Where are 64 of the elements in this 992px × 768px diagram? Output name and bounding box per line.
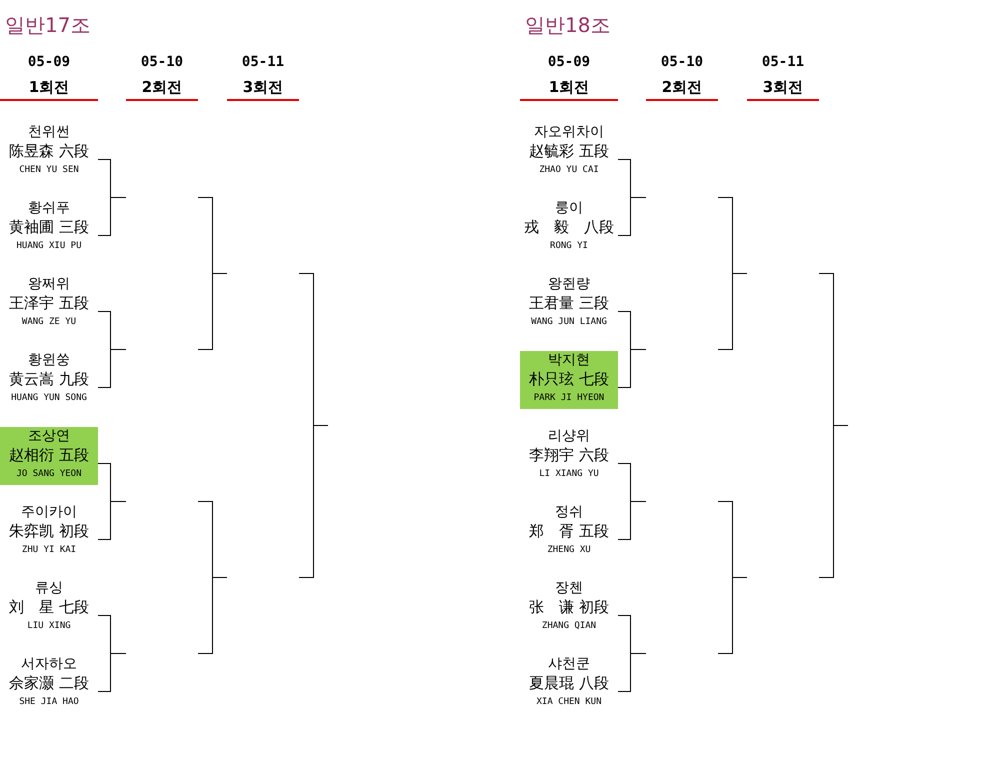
group-title: 일반18조: [525, 13, 610, 37]
romanized-name: LIU XING: [26, 620, 72, 633]
romanized-name: ZHENG XU: [546, 544, 592, 557]
match-date: 05-09: [546, 53, 592, 71]
korean-name: 자오위차이: [533, 123, 605, 142]
korean-name: 왕쩌위: [27, 275, 71, 294]
korean-name: 천위썬: [27, 123, 71, 142]
romanized-name: HUANG YUN SONG: [10, 392, 88, 405]
round-heading: 3회전: [747, 77, 819, 101]
korean-name: 룽이: [554, 199, 584, 218]
round-heading: 3회전: [227, 77, 299, 101]
round-heading: 1회전: [520, 77, 618, 101]
chinese-name: 王君量 三段: [528, 294, 610, 313]
korean-name: 황윈쑹: [27, 351, 71, 370]
round-heading: 2회전: [126, 77, 198, 101]
highlighted-player-entry: [0, 427, 98, 485]
romanized-name: JO SANG YEON: [15, 468, 83, 481]
romanized-name: LI XIANG YU: [538, 468, 600, 481]
match-date: 05-09: [26, 53, 72, 71]
romanized-name: WANG ZE YU: [20, 316, 78, 329]
chinese-name: 张 谦 初段: [528, 598, 610, 617]
korean-name: 샤천쿤: [547, 655, 591, 674]
romanized-name: RONG YI: [549, 240, 589, 253]
highlighted-player-entry: [520, 351, 618, 409]
korean-name: 류싱: [34, 579, 64, 598]
romanized-name: CHEN YU SEN: [18, 164, 80, 177]
chinese-name: 陈昱森 六段: [8, 142, 90, 161]
chinese-name: 李翔宇 六段: [528, 446, 610, 465]
round-heading: 1회전: [0, 77, 98, 101]
chinese-name: 朱弈凯 初段: [8, 522, 90, 541]
romanized-name: WANG JUN LIANG: [530, 316, 608, 329]
romanized-name: ZHAO YU CAI: [538, 164, 600, 177]
chinese-name: 夏晨琨 八段: [528, 674, 610, 693]
romanized-name: SHE JIA HAO: [18, 696, 80, 709]
group-title: 일반17조: [5, 13, 90, 37]
match-date: 05-11: [760, 53, 806, 71]
romanized-name: XIA CHEN KUN: [535, 696, 603, 709]
round-heading: 2회전: [646, 77, 718, 101]
korean-name: 장첸: [554, 579, 584, 598]
korean-name: 주이카이: [20, 503, 78, 522]
chinese-name: 戎 毅 八段: [523, 218, 615, 237]
korean-name: 조상연: [27, 427, 71, 446]
korean-name: 리샹위: [547, 427, 591, 446]
match-date: 05-10: [140, 53, 184, 71]
korean-name: 황쉬푸: [27, 199, 71, 218]
chinese-name: 赵毓彩 五段: [528, 142, 610, 161]
match-date: 05-11: [240, 53, 286, 71]
chinese-name: 王泽宇 五段: [8, 294, 90, 313]
romanized-name: PARK JI HYEON: [532, 392, 606, 405]
korean-name: 서자하오: [20, 655, 78, 674]
chinese-name: 黄袖圃 三段: [8, 218, 90, 237]
korean-name: 박지현: [547, 351, 591, 370]
chinese-name: 郑 胥 五段: [528, 522, 610, 541]
chinese-name: 刘 星 七段: [8, 598, 90, 617]
chinese-name: 朴只玹 七段: [528, 370, 610, 389]
romanized-name: ZHU YI KAI: [20, 544, 78, 557]
romanized-name: ZHANG QIAN: [540, 620, 598, 633]
korean-name: 정쉬: [554, 503, 584, 522]
romanized-name: HUANG XIU PU: [15, 240, 83, 253]
chinese-name: 黄云嵩 九段: [8, 370, 90, 389]
chinese-name: 佘家灏 二段: [8, 674, 90, 693]
match-date: 05-10: [660, 53, 704, 71]
chinese-name: 赵相衍 五段: [8, 446, 90, 465]
korean-name: 왕쥔량: [547, 275, 591, 294]
